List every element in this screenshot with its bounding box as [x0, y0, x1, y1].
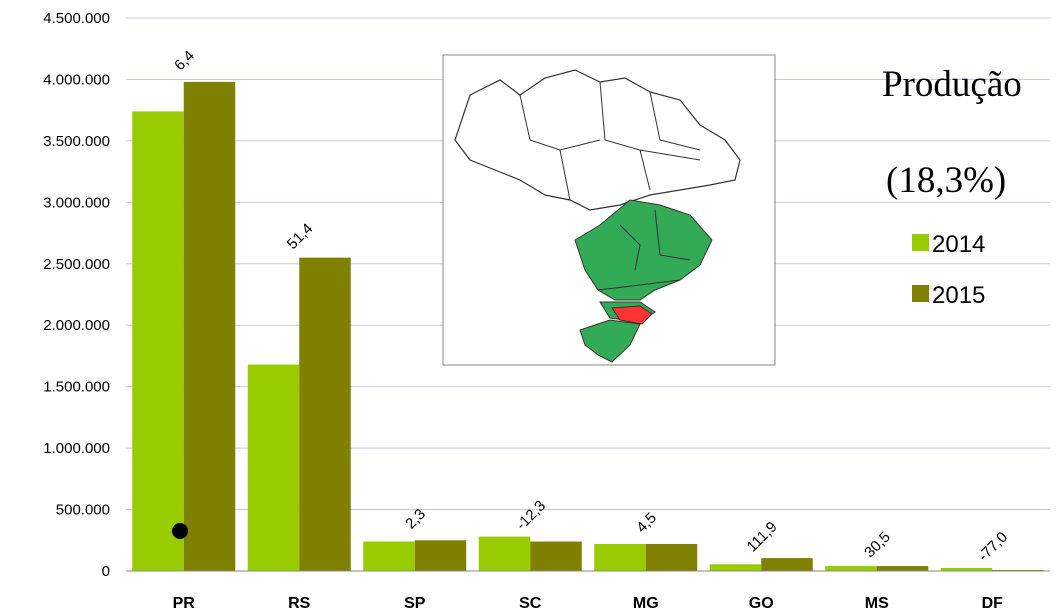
legend-label-2014: 2014	[932, 231, 985, 258]
bar-rs-2015	[299, 257, 351, 571]
x-tick-label: SP	[404, 595, 426, 612]
y-tick-label: 2.500.000	[43, 256, 110, 273]
legend-swatch-2015	[912, 285, 929, 302]
y-tick-label: 4.000.000	[43, 71, 110, 88]
map-region-santa-catarina-highlight	[611, 305, 653, 325]
bar-sc-2014	[478, 536, 531, 571]
bar-mg-2015	[645, 543, 698, 571]
y-tick-label: 2.000.000	[43, 317, 110, 334]
map-region-center-south	[574, 199, 713, 301]
variation-label: 111,9	[744, 518, 781, 555]
x-tick-label: MG	[633, 595, 659, 612]
bar-go-2014	[709, 564, 762, 571]
variation-label: 6,4	[171, 47, 198, 74]
variation-label: 30,5	[861, 529, 894, 562]
x-tick-label: PR	[173, 595, 196, 612]
variation-label: 4,5	[633, 509, 660, 536]
bar-ms-2015	[876, 566, 929, 571]
bars	[132, 81, 1044, 571]
map-region-north	[454, 69, 741, 211]
y-tick-label: 3.000.000	[43, 194, 110, 211]
map-region-rio-grande-do-sul	[579, 319, 641, 363]
bar-rs-2014	[247, 364, 300, 571]
bar-ms-2014	[825, 566, 877, 571]
variation-label: 51,4	[284, 220, 317, 253]
chart-subtitle: (18,3%)	[886, 160, 1006, 201]
y-tick-label: 1.000.000	[43, 440, 110, 457]
brazil-map-inset	[442, 54, 776, 366]
variation-label: -12,3	[513, 497, 549, 533]
bar-sp-2014	[363, 541, 415, 571]
y-tick-label: 4.500.000	[43, 10, 110, 27]
bar-go-2015	[761, 558, 813, 571]
bar-df-2014	[940, 567, 993, 571]
x-tick-label: RS	[288, 595, 311, 612]
bar-pr-2015	[183, 81, 236, 571]
bar-sp-2015	[414, 540, 467, 571]
map-region-interior-lines	[519, 81, 701, 201]
chart-title: Produção	[882, 64, 1022, 105]
x-tick-label: DF	[982, 595, 1004, 612]
y-tick-label: 0	[102, 563, 110, 580]
legend-label-2015: 2015	[932, 282, 985, 309]
x-tick-label: SC	[519, 595, 542, 612]
marker-dot	[172, 523, 188, 539]
y-tick-label: 500.000	[56, 502, 110, 519]
legend-swatch-2014	[912, 234, 929, 251]
bar-pr-2014	[132, 111, 184, 571]
y-axis: 0 500.000 1.000.000 1.500.000 2.000.000 2.500…	[43, 10, 110, 580]
x-tick-label: MS	[865, 595, 889, 612]
x-tick-label: GO	[749, 595, 774, 612]
bar-sc-2015	[530, 541, 582, 571]
bar-mg-2014	[594, 543, 646, 571]
x-axis: PR RS SP SC MG GO MS DF	[126, 570, 1050, 612]
legend: 2014 2015	[912, 231, 985, 309]
y-tick-label: 3.500.000	[43, 133, 110, 150]
map-region-south-lines	[597, 209, 691, 291]
variation-label: -77,0	[975, 529, 1011, 565]
y-tick-label: 1.500.000	[43, 379, 110, 396]
